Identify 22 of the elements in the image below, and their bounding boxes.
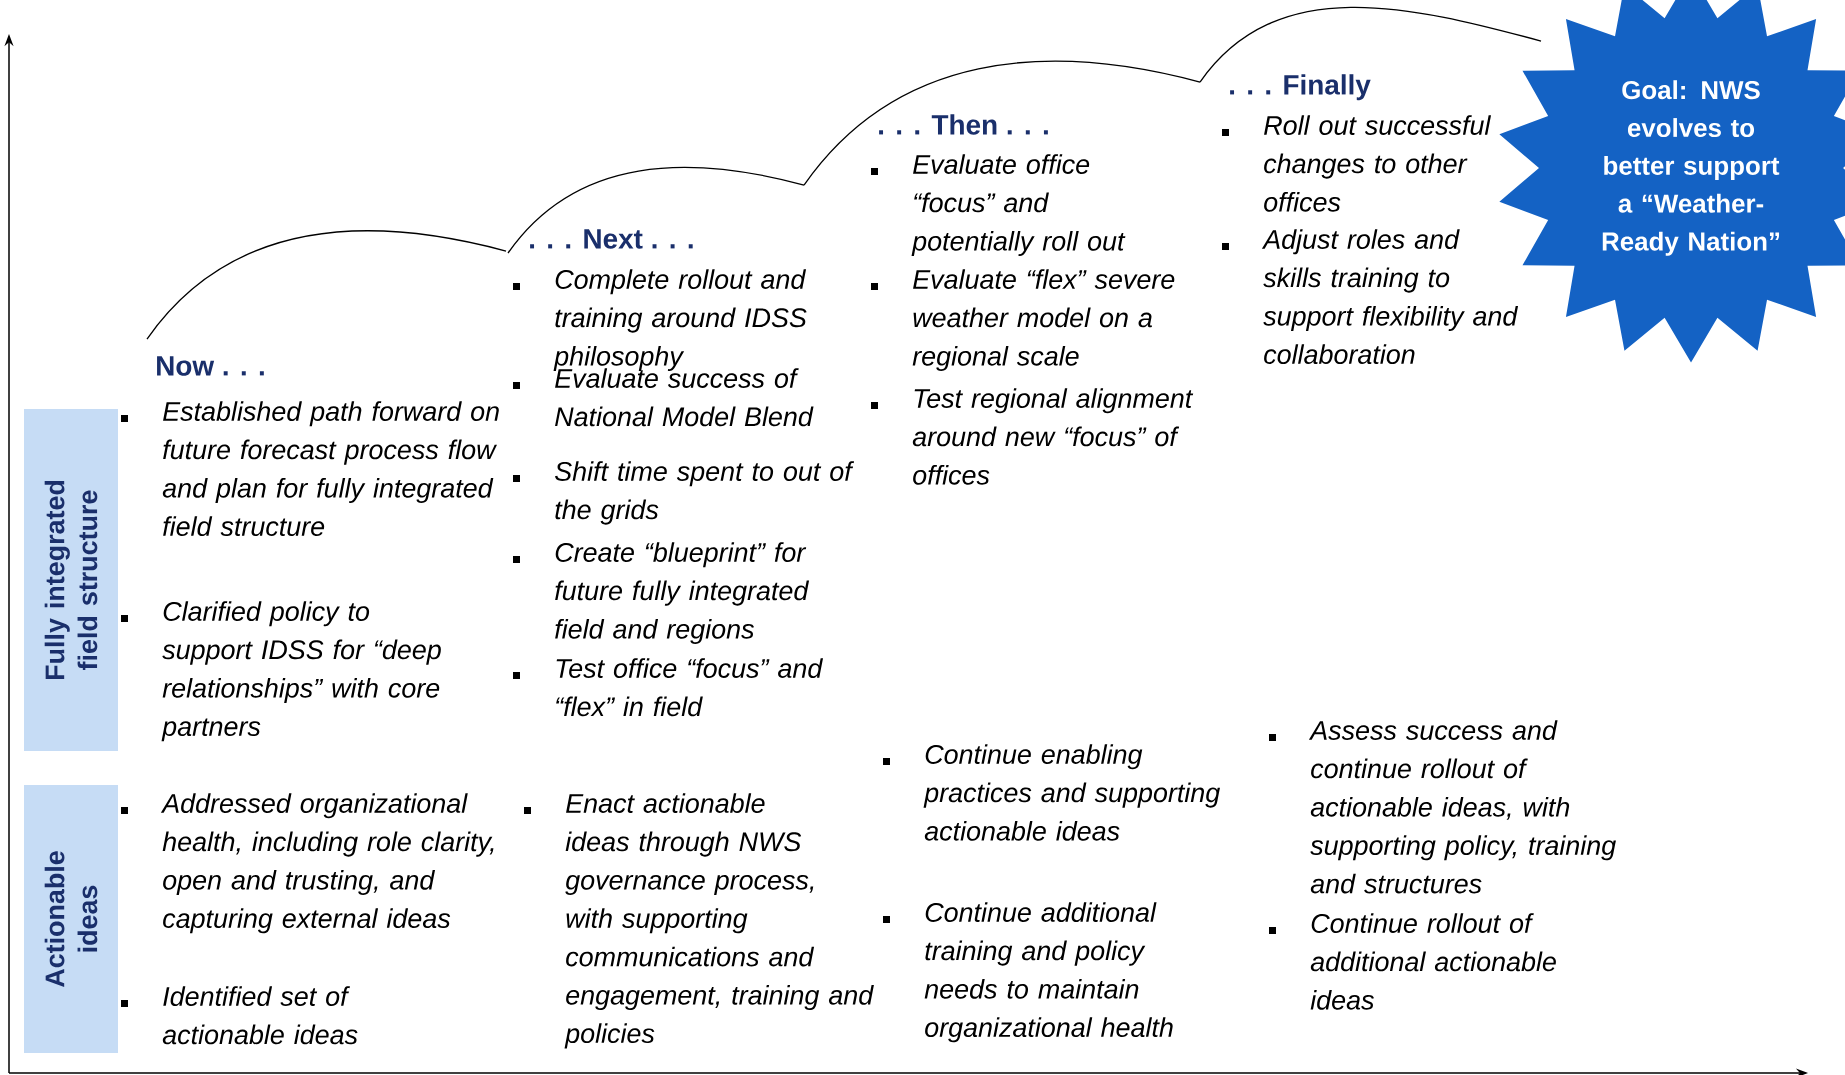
stage-heading: . . . Finally: [1230, 74, 1371, 101]
row-band: Actionable ideas: [24, 785, 118, 1053]
bullet-text: Evaluate “flex” severe weather model on a regional scale: [912, 269, 1175, 371]
row-band: Fully integrated field structure: [24, 409, 118, 751]
stage-heading: Now . . .: [157, 356, 264, 376]
bullet-text: Clarified policy to support IDSS for “deep relationships” with core partners: [161, 601, 441, 742]
bullet-text: Established path forward on future forecast process flow and plan for fully integrated field structure: [162, 401, 499, 537]
bullet-text: Assess success and continue rollout of actionable ideas, with supporting policy, training and structures: [1308, 720, 1616, 894]
bullet-text: Continue enabling practices and supporting actionable ideas: [923, 744, 1220, 841]
bullet-text: Enact actionable ideas through NWS governance process, with supporting communications and engagement, training and policies: [564, 793, 874, 1049]
stage-heading: . . . Then . . .: [879, 114, 1048, 135]
bullet-text: Test office “focus” and “flex” in field: [556, 658, 824, 717]
bullet-text: Addressed organizational health, including role clarity, open and trusting, and capturing external ideas: [160, 793, 494, 934]
bullet-text: Adjust roles and skills training to support flexibility and collaboration: [1261, 229, 1519, 365]
bullet-text: Create “blueprint” for future fully integrated field and regions: [555, 542, 810, 644]
bullet-text: Evaluate office “focus” and potentially roll out: [911, 154, 1126, 256]
bullet-text: Continue additional training and policy needs to maintain organizational health: [924, 902, 1173, 1043]
bullet-text: Continue rollout of additional actionable ideas: [1310, 913, 1556, 1010]
stage-heading: . . . Next . . .: [530, 229, 693, 249]
bullet-text: Identified set of actionable ideas: [162, 986, 358, 1045]
bullet-text: Shift time spent to out of the grids: [554, 461, 855, 525]
bullet-text: Test regional alignment around new “focus” of offices: [912, 388, 1194, 485]
